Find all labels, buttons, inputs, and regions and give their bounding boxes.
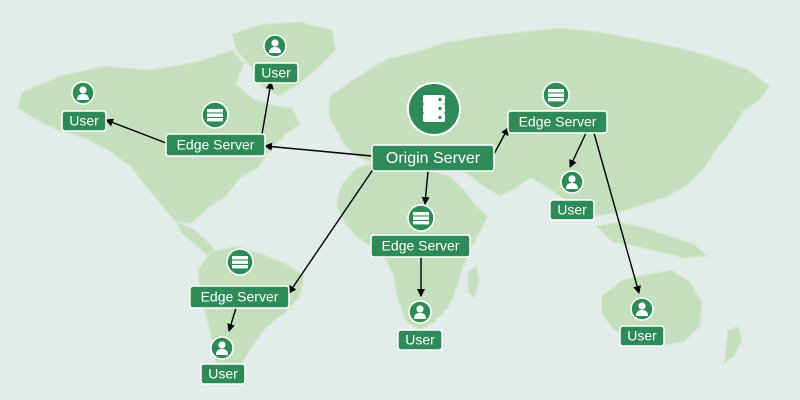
node-label-box xyxy=(200,363,246,385)
node-label: Edge Server xyxy=(201,289,279,305)
node-label-box xyxy=(370,234,471,258)
node-user-greenland: User xyxy=(253,34,299,84)
node-label: User xyxy=(208,366,238,382)
user-icon xyxy=(210,336,234,360)
arrow-origin-to-edge-africa xyxy=(421,170,430,205)
server-rack-icon xyxy=(407,204,435,232)
node-label: Origin Server xyxy=(386,150,481,167)
arrow-edge-na-to-user-greenland xyxy=(261,81,274,135)
node-user-africa: User xyxy=(397,300,443,351)
arrow-edge-asia-to-user-australia xyxy=(593,132,641,294)
user-icon xyxy=(408,300,432,324)
greenland-landmass xyxy=(231,21,337,97)
arrow-edge-asia-to-user-asia xyxy=(569,132,587,168)
server-rack-icon xyxy=(542,81,570,109)
node-edge-na: Edge Server xyxy=(165,101,266,157)
central-america-landmass xyxy=(174,220,218,257)
node-edge-asia: Edge Server xyxy=(507,81,608,134)
node-user-alaska: User xyxy=(61,81,107,132)
node-label: Edge Server xyxy=(519,114,597,130)
node-label-box xyxy=(549,199,595,221)
node-label-box xyxy=(165,133,266,157)
node-label-box xyxy=(61,110,107,132)
madagascar-landmass xyxy=(467,264,481,300)
user-icon xyxy=(71,81,95,105)
arrow-origin-to-edge-asia xyxy=(493,127,509,155)
node-label: User xyxy=(627,328,657,344)
node-label: User xyxy=(557,202,587,218)
node-label: User xyxy=(405,332,435,348)
node-label: Edge Server xyxy=(382,238,460,254)
arrow-edge-na-to-user-alaska xyxy=(105,118,167,144)
server-rack-icon xyxy=(226,248,254,276)
southeast-asia-islands-landmass xyxy=(594,221,710,259)
node-label-box xyxy=(507,110,608,134)
node-user-asia: User xyxy=(549,170,595,221)
database-icon xyxy=(407,82,461,136)
new-zealand-landmass xyxy=(723,324,743,366)
node-edge-sa: Edge Server xyxy=(189,248,290,309)
diagram-edges xyxy=(105,81,641,332)
node-label: Edge Server xyxy=(177,137,255,153)
node-user-australia: User xyxy=(619,297,665,347)
node-label-box xyxy=(253,62,299,84)
node-label-box xyxy=(619,325,665,347)
arrow-origin-to-edge-na xyxy=(264,142,373,157)
server-rack-icon xyxy=(201,101,229,129)
user-icon xyxy=(263,34,287,58)
node-label-box xyxy=(371,144,495,172)
arrow-edge-sa-to-user-sa xyxy=(227,307,237,332)
user-icon xyxy=(560,170,584,194)
node-label: User xyxy=(261,65,291,81)
user-icon xyxy=(630,297,654,321)
arrow-origin-to-edge-sa xyxy=(288,167,375,294)
node-user-sa: User xyxy=(200,336,246,385)
node-label: User xyxy=(69,113,99,129)
node-label-box xyxy=(189,285,290,309)
node-edge-africa: Edge Server xyxy=(370,204,471,258)
node-label-box xyxy=(397,329,443,351)
node-origin: Origin Server xyxy=(371,82,495,172)
